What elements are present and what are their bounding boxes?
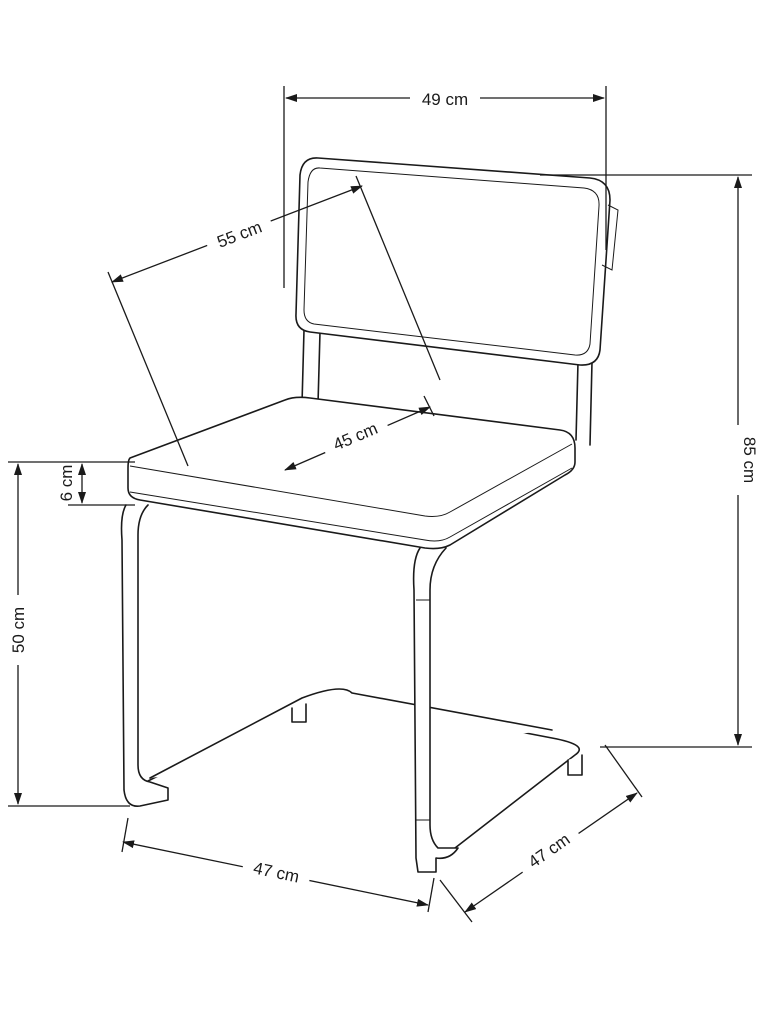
chair-backrest-inner [303, 167, 600, 356]
chair-leg-right [412, 547, 459, 873]
chair-foot-right [567, 754, 583, 776]
chair-foot-back [291, 703, 307, 723]
chair-backrest [295, 157, 611, 366]
dimension-labels: 49 cm 85 cm 50 cm 6 cm 55 cm 45 cm 47 cm… [8, 88, 759, 889]
chair-back-support-right [575, 361, 593, 446]
chair-seat-edge [129, 443, 573, 517]
chair-leg-left [120, 504, 169, 807]
chair-base-frame-inner [149, 688, 553, 779]
label-width-back: 49 cm [422, 90, 468, 109]
chair-drawing [120, 157, 619, 873]
label-seat-thickness: 6 cm [57, 465, 76, 502]
label-base-width: 47 cm [252, 858, 301, 886]
label-total-height: 85 cm [740, 437, 759, 483]
chair-backrest-side [601, 204, 619, 271]
chair-seat-edge-lower [129, 467, 573, 542]
chair-back-support-left [301, 329, 321, 405]
chair-seat [127, 396, 576, 550]
label-seat-height: 50 cm [9, 607, 28, 653]
